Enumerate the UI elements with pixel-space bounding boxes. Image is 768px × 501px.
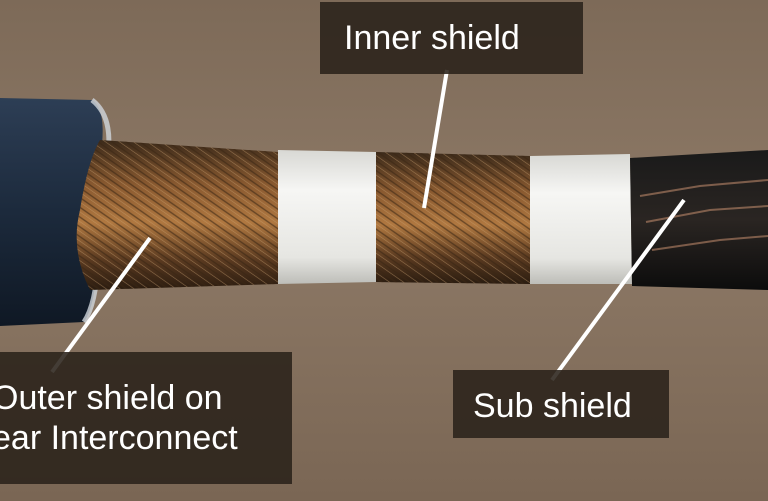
sub-shield-highlights [639,179,768,251]
outer-shield-text-line2: ear Interconnect [0,419,238,457]
inner-shield-texture [376,152,530,284]
cable-jacket [0,98,103,326]
sub-shield-label: Sub shield [453,370,669,438]
sub-shield-strands [630,150,768,290]
sub-shield-leader [550,198,686,382]
outer-shield-leader [50,236,152,374]
inner-shield-text: Inner shield [344,19,520,57]
insulation-tape-2 [530,154,632,284]
outer-shield-texture [76,140,279,290]
sub-shield-text: Sub shield [473,387,632,425]
outer-shield-label: Outer shield on ear Interconnect [0,352,292,484]
insulation-tape-1 [278,150,376,284]
inner-shield-label: Inner shield [320,2,583,74]
inner-shield-leader [422,69,449,209]
outer-shield-text-line1: Outer shield on [0,379,223,417]
